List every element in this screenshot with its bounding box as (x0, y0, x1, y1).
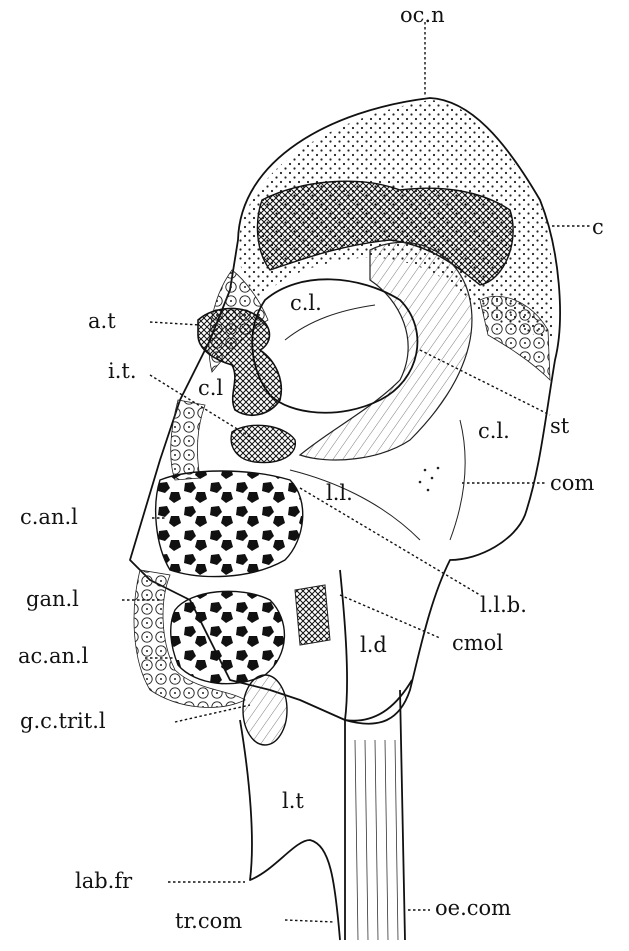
label-l-l-b: l.l.b. (480, 593, 527, 617)
inner-contour-1 (284, 304, 376, 341)
label-st: st (550, 414, 570, 438)
inner-contour-3 (449, 419, 466, 541)
cell-rind-side (170, 399, 206, 481)
label-com: com (550, 471, 594, 495)
label-g-c-trit-l: g.c.trit.l (20, 709, 106, 733)
accessory-lobe (170, 590, 286, 685)
label-c: c (592, 215, 604, 239)
tritocerebral-cells (242, 674, 288, 746)
label-c-an-l: c.an.l (20, 505, 78, 529)
label-tr-com: tr.com (175, 909, 242, 933)
calyx-upper (256, 180, 514, 286)
label-ac-an-l: ac.an.l (18, 644, 89, 668)
label-l-l: l.l. (326, 481, 353, 505)
antennal-tubercle (197, 307, 282, 416)
antennal-lobe-blobs (155, 470, 304, 578)
lt-column (239, 719, 341, 941)
label-cl-left: c.l (198, 376, 223, 400)
label-l-d: l.d (360, 633, 387, 657)
oe-fibers (354, 739, 399, 941)
com-dots (418, 466, 440, 492)
cmol-bundles (294, 584, 331, 646)
label-lab-fr: lab.fr (75, 869, 133, 893)
label-l-t: l.t (282, 789, 304, 813)
label-gan-l: gan.l (26, 587, 79, 611)
label-cl-upper: c.l. (290, 291, 322, 315)
label-oe-com: oe.com (435, 896, 511, 920)
leader-lines (122, 22, 590, 923)
label-cl-right: c.l. (478, 419, 510, 443)
cell-rind-right (479, 296, 551, 382)
lower-hatched-lobe (230, 424, 296, 464)
label-i-t: i.t. (108, 359, 137, 383)
label-cmol: cmol (452, 631, 503, 655)
inner-contour-2 (289, 469, 421, 541)
oe-connective (344, 689, 406, 941)
protocerebrum-outline (129, 97, 561, 725)
label-a-t: a.t (88, 309, 116, 333)
lobe-ld (339, 569, 413, 722)
stalk-fibers (298, 241, 473, 461)
label-oc-n: oc.n (400, 3, 445, 27)
